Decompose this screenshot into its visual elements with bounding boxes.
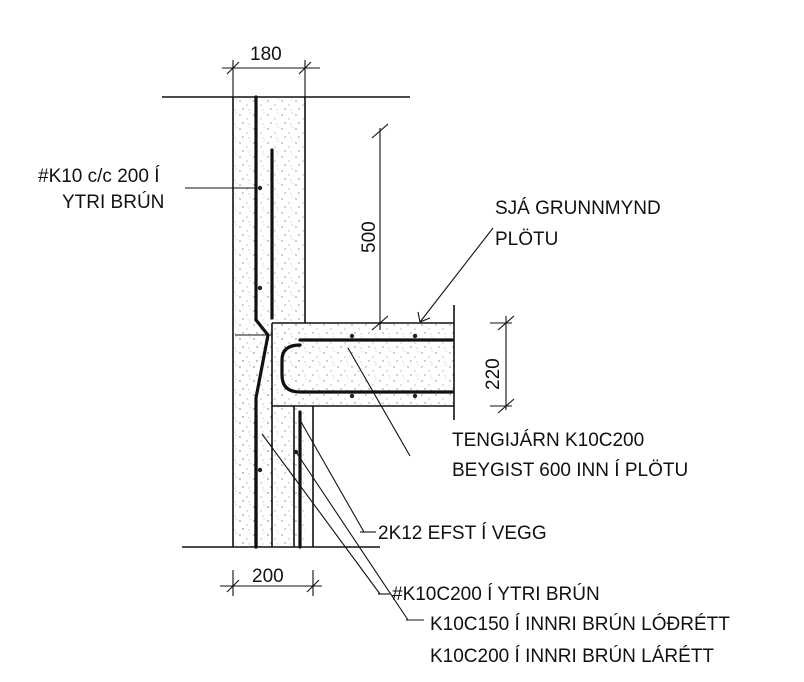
label-outer-rebar-upper-1: #K10 c/c 200 Í [38, 166, 160, 187]
label-outer-rebar-upper-2: YTRI BRÚN [62, 191, 164, 213]
dimension-wall-bottom [220, 570, 322, 596]
dimension-slab-thickness-label: 220 [483, 358, 504, 390]
label-inner-vertical: K10C150 Í INNRI BRÚN LÓÐRÉTT [430, 613, 730, 635]
label-see-plan-2: PLÖTU [495, 229, 558, 250]
slab-outline [271, 305, 455, 547]
label-connection-bar-2: BEYGIST 600 INN Í PLÖTU [452, 460, 688, 481]
label-see-plan-1: SJÁ GRUNNMYND [495, 198, 661, 219]
upper-wall-outline [232, 97, 306, 547]
dimension-anchor-length-label: 500 [359, 221, 380, 253]
dimension-wall-bottom-label: 200 [252, 566, 284, 587]
rebar-dots [257, 185, 418, 473]
leader-lines [185, 187, 494, 621]
dimension-slab-thickness [490, 315, 515, 414]
label-inner-horizontal: K10C200 Í INNRI BRÚN LÁRÉTT [430, 645, 714, 667]
label-top-wall-bars: 2K12 EFST Í VEGG [378, 523, 547, 544]
rebar [254, 95, 454, 549]
dimension-wall-top-label: 180 [250, 44, 282, 65]
label-outer-rebar-lower: #K10C200 Í YTRI BRÚN [392, 583, 600, 605]
dimension-wall-top [222, 60, 320, 97]
label-connection-bar-1: TENGIJÁRN K10C200 [452, 430, 644, 451]
concrete-fill [233, 97, 454, 548]
dimension-anchor-length [371, 123, 389, 331]
